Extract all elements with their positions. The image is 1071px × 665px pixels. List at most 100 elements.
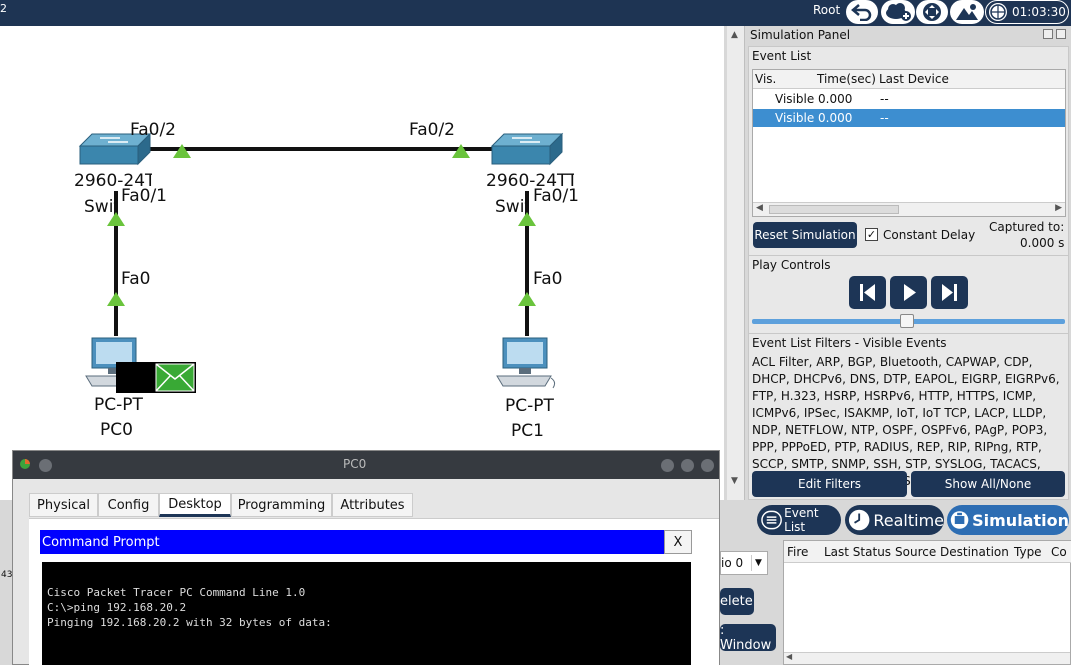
back-button[interactable] [849, 276, 886, 309]
switch1-device[interactable] [490, 132, 564, 168]
top-toolbar: 2 Root 01:03:30 [0, 0, 1071, 26]
pdu-list-header: Fire Last Status Source Destination Type… [784, 541, 1071, 563]
realtime-mode-label: Realtime [873, 510, 944, 530]
simulation-mode-button[interactable]: Simulation [947, 505, 1069, 535]
command-prompt-title: Command Prompt [42, 534, 160, 550]
scroll-thumb[interactable] [769, 205, 899, 214]
close-panel-icon[interactable] [1056, 29, 1066, 39]
link-switch0-pc0[interactable] [114, 191, 118, 336]
realtime-mode-button[interactable]: Realtime [845, 505, 944, 535]
simulation-panel: ▲ ▼ Simulation Panel Event List Vis. Tim… [724, 26, 1071, 500]
pdu-envelope[interactable] [116, 362, 196, 393]
scroll-down-icon[interactable]: ▼ [731, 476, 738, 486]
maximize-icon[interactable] [681, 459, 694, 472]
undo-icon [851, 3, 873, 21]
terminal-line: Cisco Packet Tracer PC Command Line 1.0 [47, 586, 306, 599]
capture-forward-button[interactable] [931, 276, 968, 309]
move-button[interactable] [916, 0, 948, 24]
delete-scenario-button[interactable]: elete [720, 588, 754, 615]
bottom-right-area: Event List Realtime Simulation io 0 ▼ el… [720, 500, 1071, 665]
switch0-device[interactable] [78, 132, 152, 168]
col-vis[interactable]: Vis. [755, 72, 777, 86]
edit-filters-button[interactable]: Edit Filters [752, 471, 907, 497]
event-list-header: Vis. Time(sec) Last Device [753, 70, 1065, 89]
cloud-add-icon [884, 2, 912, 22]
col-fire[interactable]: Fire [787, 545, 809, 559]
pdu-list-table[interactable]: Fire Last Status Source Destination Type… [783, 540, 1071, 665]
switch1-name-label: Switch1 [495, 197, 525, 217]
tab-physical[interactable]: Physical [29, 493, 98, 517]
background-image-button[interactable] [950, 0, 984, 24]
scenario-select[interactable]: io 0 ▼ [720, 551, 768, 575]
switch0-port-right-label: Fa0/2 [130, 120, 176, 140]
command-prompt-terminal[interactable]: Cisco Packet Tracer PC Command Line 1.0 … [42, 562, 691, 665]
window-menu-icon[interactable] [39, 459, 52, 472]
simulation-clock: 01:03:30 [985, 0, 1069, 24]
pc1-device[interactable] [495, 336, 559, 394]
event-list-toggle-button[interactable]: Event List [757, 505, 841, 535]
tab-attributes[interactable]: Attributes [332, 493, 413, 517]
port-status-up-icon [518, 212, 536, 226]
link-switch1-pc1[interactable] [525, 191, 529, 336]
play-button[interactable] [890, 276, 927, 309]
port-status-up-icon [173, 144, 191, 158]
pc0-window-titlebar[interactable]: PC0 [13, 451, 719, 479]
simulation-mode-label: Simulation [972, 510, 1069, 530]
col-source[interactable]: Source [895, 545, 937, 559]
event-row-selected[interactable]: Visible 0.000 -- [753, 109, 1065, 127]
simulation-panel-scrollbar[interactable]: ▲ ▼ [727, 26, 745, 500]
col-last-device[interactable]: Last Device [879, 72, 949, 86]
play-icon [904, 284, 916, 301]
port-status-up-icon [107, 292, 125, 306]
col-destination[interactable]: Destination [940, 545, 1009, 559]
pc0-type-label: PC-PT [94, 395, 143, 415]
pc0-port-label: Fa0 [121, 269, 151, 289]
toggle-pdu-window-button[interactable]: : Window [720, 623, 776, 653]
constant-delay-label: Constant Delay [883, 228, 976, 242]
tab-desktop[interactable]: Desktop [159, 493, 231, 517]
minimize-icon[interactable] [661, 459, 674, 472]
skip-forward-icon [942, 284, 957, 301]
reset-simulation-button[interactable]: Reset Simulation [753, 222, 857, 248]
pc1-type-label: PC-PT [505, 396, 554, 416]
pc-icon [496, 337, 556, 389]
play-speed-slider[interactable] [752, 314, 1065, 328]
col-time[interactable]: Time(sec) [817, 72, 876, 86]
command-prompt-close-button[interactable]: X [664, 530, 692, 554]
scroll-up-icon[interactable]: ▲ [731, 30, 738, 40]
terminal-line: C:\>ping 192.168.20.2 [47, 601, 187, 614]
cloud-add-button[interactable] [881, 0, 915, 24]
event-last-device: -- [880, 92, 889, 106]
tab-programming[interactable]: Programming [231, 493, 332, 517]
event-vis: Visible [775, 92, 815, 106]
event-vis: Visible [775, 111, 815, 125]
event-row[interactable]: Visible 0.000 -- [753, 90, 1065, 108]
scroll-right-icon[interactable]: ▶ [1055, 203, 1062, 213]
undo-button[interactable] [846, 0, 878, 24]
move-icon [921, 1, 943, 23]
pc1-name-label: PC1 [511, 421, 544, 441]
close-icon[interactable] [701, 459, 714, 472]
event-list-hscroll[interactable]: ◀ ▶ [753, 202, 1065, 216]
packet-tracer-logo-icon [19, 458, 31, 470]
constant-delay-checkbox[interactable]: ✓ [865, 228, 878, 241]
tab-config[interactable]: Config [98, 493, 159, 517]
float-panel-icon[interactable] [1043, 29, 1053, 39]
port-status-up-icon [518, 292, 536, 306]
link-switch0-switch1[interactable] [150, 147, 495, 151]
simulation-panel-title: Simulation Panel [750, 28, 851, 42]
scroll-left-icon[interactable]: ◀ [756, 203, 763, 213]
user-label: Root [813, 3, 841, 17]
col-last-status[interactable]: Last Status [824, 545, 892, 559]
col-color[interactable]: Co [1051, 545, 1067, 559]
event-list-toggle-label: Event List [784, 506, 819, 534]
switch0-port-down-label: Fa0/1 [121, 186, 167, 206]
logical-workspace[interactable]: Fa0/2 Fa0/2 2960-24TT 2960-24TT Switch0 … [0, 26, 724, 500]
slider-knob[interactable] [900, 314, 914, 328]
show-all-none-button[interactable]: Show All/None [911, 471, 1065, 497]
pc1-port-label: Fa0 [533, 269, 563, 289]
col-type[interactable]: Type [1014, 545, 1042, 559]
event-list-table[interactable]: Vis. Time(sec) Last Device Visible 0.000… [752, 69, 1066, 217]
scroll-left-icon[interactable]: ◀ [786, 652, 793, 661]
pdu-list-hscroll[interactable]: ◀ [784, 652, 1070, 664]
